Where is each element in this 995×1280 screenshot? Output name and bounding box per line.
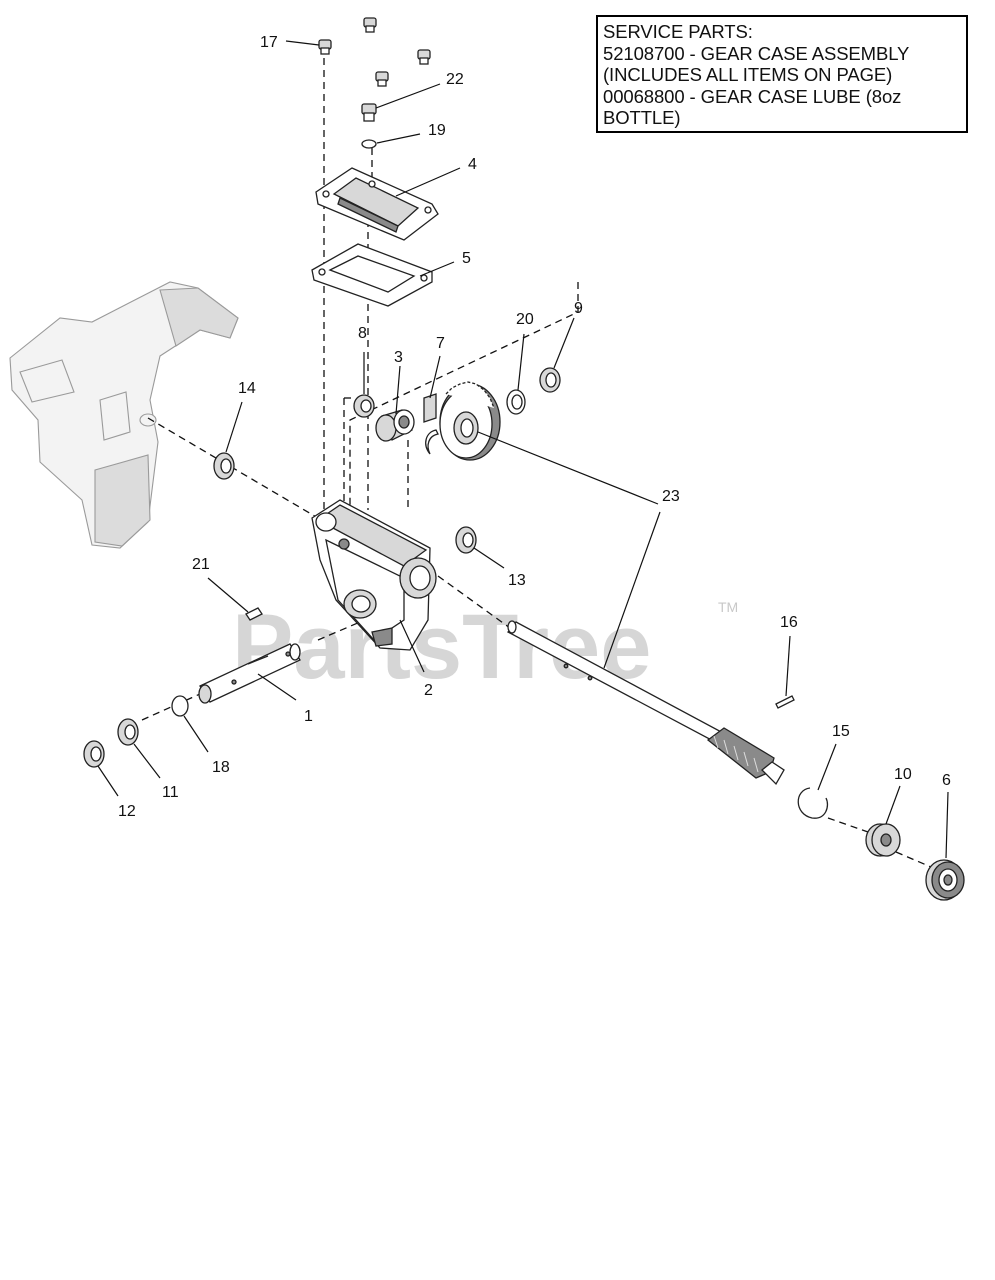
callout-20: 20 <box>516 311 534 328</box>
gear-case-cover-4 <box>315 167 439 241</box>
bushing-3 <box>375 409 415 442</box>
callout-6: 6 <box>942 772 951 789</box>
worm-gear-23 <box>439 381 501 461</box>
bolts <box>318 17 431 122</box>
callout-18: 18 <box>212 759 230 776</box>
callout-11: 11 <box>162 784 179 801</box>
callout-21: 21 <box>192 556 210 573</box>
auger-housing-ghost <box>9 281 239 549</box>
gasket-5 <box>311 243 433 307</box>
callout-5: 5 <box>462 250 471 267</box>
roll-pin-16 <box>775 695 795 709</box>
callout-9: 9 <box>574 300 583 317</box>
washer-10 <box>865 823 901 857</box>
washer-20 <box>506 389 526 415</box>
callout-14: 14 <box>238 380 256 397</box>
service-part-line-4: BOTTLE) <box>603 107 681 128</box>
bearing-13 <box>455 526 477 554</box>
callout-10: 10 <box>894 766 912 783</box>
bolt-17 <box>318 39 332 55</box>
snap-ring-15 <box>797 787 829 819</box>
bolt-22 <box>361 103 377 122</box>
bearing-11 <box>117 718 139 746</box>
worm-shaft-23 <box>507 620 785 786</box>
callout-12: 12 <box>118 803 136 820</box>
callout-labels: 17 22 19 4 5 8 3 7 20 9 14 23 13 2 21 1 … <box>118 34 951 820</box>
bolt-top-c <box>375 71 389 87</box>
washer-19 <box>361 139 377 149</box>
key-7 <box>423 393 439 455</box>
callout-17: 17 <box>260 34 278 51</box>
callout-15: 15 <box>832 723 850 740</box>
service-part-line-2: (INCLUDES ALL ITEMS ON PAGE) <box>603 64 893 85</box>
service-part-line-3: 00068800 - GEAR CASE LUBE (8oz <box>603 85 902 107</box>
bolt-top-a <box>363 17 377 33</box>
service-parts-box: SERVICE PARTS: 52108700 - GEAR CASE ASSE… <box>596 15 968 133</box>
callout-13: 13 <box>508 572 526 589</box>
callout-7: 7 <box>436 335 445 352</box>
callout-1: 1 <box>304 708 313 725</box>
callout-19: 19 <box>428 122 446 139</box>
callout-3: 3 <box>394 349 403 366</box>
callout-4: 4 <box>468 156 477 173</box>
pulley-6 <box>925 859 965 901</box>
bearing-9 <box>539 367 561 393</box>
shaft-1 <box>198 643 301 704</box>
service-part-line-1: 52108700 - GEAR CASE ASSEMBLY <box>603 42 910 64</box>
leader-lines <box>97 40 949 859</box>
callout-8: 8 <box>358 325 367 342</box>
bolt-top-b <box>417 49 431 65</box>
bearing-14 <box>213 452 235 480</box>
watermark-tm: TM <box>718 599 738 615</box>
callout-16: 16 <box>780 614 798 631</box>
thrust-washer-8 <box>353 394 375 418</box>
service-parts-heading: SERVICE PARTS: <box>603 21 753 42</box>
assembly-lines <box>141 58 939 871</box>
watermark-text: PartsTree <box>232 596 651 698</box>
callout-2: 2 <box>424 682 433 699</box>
callout-23: 23 <box>662 488 680 505</box>
gear-case-2 <box>311 499 437 651</box>
callout-22: 22 <box>446 71 464 88</box>
retaining-ring-18 <box>171 695 189 717</box>
key-21 <box>245 607 263 621</box>
seal-12 <box>83 740 105 768</box>
